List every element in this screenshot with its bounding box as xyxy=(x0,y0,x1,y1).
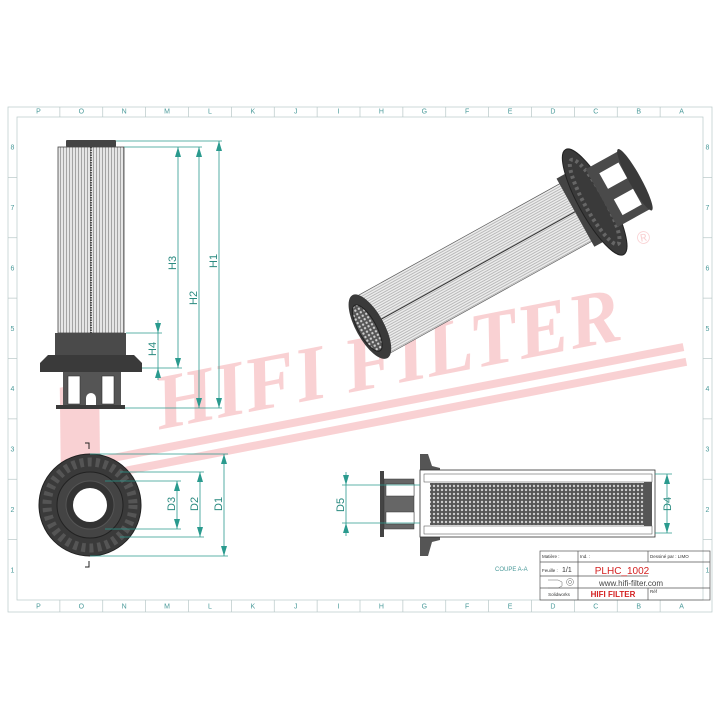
column-label-p: P xyxy=(36,604,41,611)
column-label-m: M xyxy=(164,604,170,611)
projection-symbol-icon xyxy=(548,578,574,589)
row-label-3: 3 xyxy=(706,447,710,454)
column-label-d: D xyxy=(550,109,555,116)
index-label: Ind. : xyxy=(580,554,590,559)
column-label-p: P xyxy=(36,109,41,116)
column-label-o: O xyxy=(79,604,85,611)
row-label-6: 6 xyxy=(706,265,710,272)
watermark-registered: ® xyxy=(635,227,652,249)
column-label-b: B xyxy=(636,109,641,116)
row-label-1: 1 xyxy=(11,567,15,574)
column-label-f: F xyxy=(465,604,469,611)
diameter-dimensions: D1 D2 D3 xyxy=(90,453,228,557)
drawn-by: Dessiné par : LIMO xyxy=(650,554,689,559)
section-view xyxy=(380,454,656,556)
dim-h1: H1 xyxy=(208,254,220,268)
column-label-d: D xyxy=(550,604,555,611)
material-label: Matière : xyxy=(542,554,560,559)
isometric-view xyxy=(348,148,653,359)
column-label-h: H xyxy=(379,604,384,611)
dim-d3: D3 xyxy=(166,497,178,511)
row-label-1: 1 xyxy=(706,567,710,574)
software-label: Solidworks xyxy=(548,592,571,597)
dim-d2: D2 xyxy=(189,497,201,511)
sheet-value: 1/1 xyxy=(562,567,572,574)
row-label-4: 4 xyxy=(11,386,15,393)
brand-name: HIFI FILTER xyxy=(591,590,636,599)
row-label-4: 4 xyxy=(706,386,710,393)
column-label-i: I xyxy=(338,604,340,611)
column-label-e: E xyxy=(508,604,513,611)
height-dimensions: H1 H2 H3 H4 xyxy=(116,140,222,409)
row-label-5: 5 xyxy=(11,326,15,333)
column-label-j: J xyxy=(294,109,298,116)
website: www.hifi-filter.com xyxy=(598,579,663,588)
column-label-i: I xyxy=(338,109,340,116)
row-label-7: 7 xyxy=(706,205,710,212)
bottom-view xyxy=(38,442,142,568)
column-label-b: B xyxy=(636,604,641,611)
dim-h3: H3 xyxy=(167,256,179,270)
column-label-j: J xyxy=(294,604,298,611)
sheet-label: Feuille : xyxy=(542,568,558,573)
column-label-c: C xyxy=(593,109,598,116)
dim-h4: H4 xyxy=(147,342,159,356)
column-label-n: N xyxy=(122,604,127,611)
dim-h2: H2 xyxy=(188,291,200,305)
dim-d4: D4 xyxy=(662,497,674,511)
part-number: PLHC_1002 xyxy=(595,566,650,577)
row-label-8: 8 xyxy=(11,145,15,152)
column-label-h: H xyxy=(379,109,384,116)
column-label-o: O xyxy=(79,109,85,116)
column-label-l: L xyxy=(208,604,212,611)
row-label-7: 7 xyxy=(11,205,15,212)
dim-d5: D5 xyxy=(335,498,347,512)
column-label-a: A xyxy=(679,109,684,116)
column-label-a: A xyxy=(679,604,684,611)
column-label-n: N xyxy=(122,109,127,116)
column-label-k: K xyxy=(250,604,255,611)
title-block: Matière : Ind. : Dessiné par : LIMO Feui… xyxy=(539,550,711,601)
row-label-2: 2 xyxy=(706,507,710,514)
column-label-e: E xyxy=(508,109,513,116)
ref-label: Réf xyxy=(650,589,658,594)
row-label-8: 8 xyxy=(706,145,710,152)
section-label: COUPE A-A xyxy=(495,567,528,573)
column-label-g: G xyxy=(422,604,427,611)
column-label-m: M xyxy=(164,109,170,116)
column-label-l: L xyxy=(208,109,212,116)
sheet-frame: P P O O N N M M L L K K J J I I H H G G F F E E D D C C B B A A 8 8 7 7 6 6 5 5… xyxy=(7,106,713,613)
row-label-3: 3 xyxy=(11,447,15,454)
column-label-k: K xyxy=(250,109,255,116)
row-label-6: 6 xyxy=(11,265,15,272)
row-label-5: 5 xyxy=(706,326,710,333)
row-label-2: 2 xyxy=(11,507,15,514)
column-label-f: F xyxy=(465,109,469,116)
section-dimensions: D5 D4 COUPE A-A xyxy=(335,472,674,573)
front-view xyxy=(40,140,142,409)
column-label-g: G xyxy=(422,109,427,116)
dim-d1: D1 xyxy=(213,497,225,511)
column-label-c: C xyxy=(593,604,598,611)
